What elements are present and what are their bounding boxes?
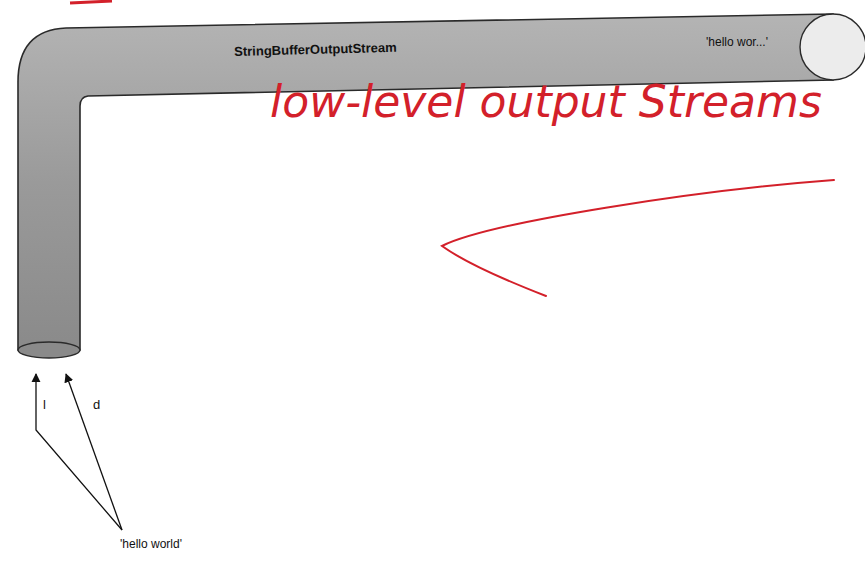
leader-arrow: [36, 374, 122, 530]
stream-data-label: 'hello wor...': [706, 36, 768, 49]
handwritten-note: low-level output Streams: [270, 78, 822, 126]
stream-data-label: 'hello world': [120, 538, 182, 551]
pipe-opening: [800, 14, 865, 80]
pipe-body: [18, 14, 833, 350]
red-underline: [442, 180, 834, 296]
leader-arrow: [66, 374, 122, 530]
pipe-outline: [0, 0, 865, 370]
pipe-shape: StringBufferOutputStream: [0, 0, 865, 370]
stream-data-label: d: [93, 398, 100, 412]
pipe-opening: [18, 342, 80, 358]
stream-data-label: l: [43, 398, 46, 412]
red-mark: [70, 1, 112, 3]
